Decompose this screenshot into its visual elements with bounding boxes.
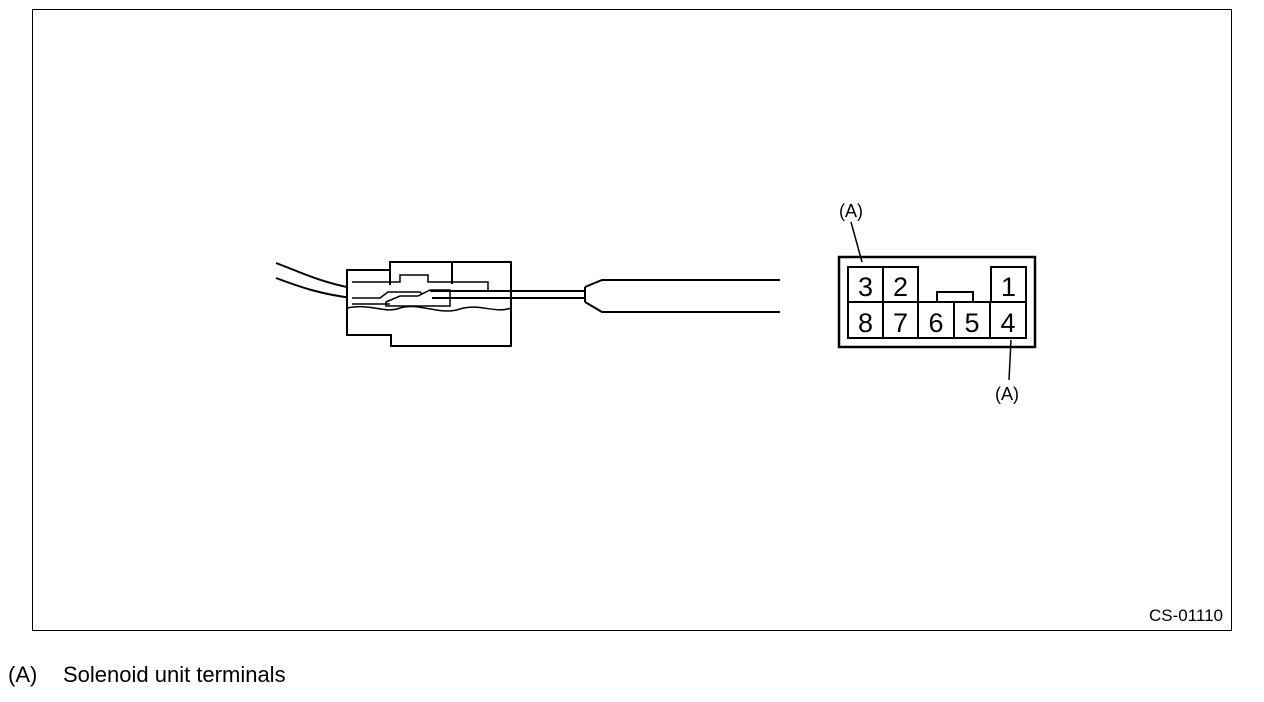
connector-plug: [346, 261, 512, 347]
legend-text: Solenoid unit terminals: [63, 662, 286, 687]
terminal-1: 1: [1001, 272, 1016, 302]
callout-label-bottom: (A): [995, 384, 1019, 404]
terminal-2: 2: [893, 272, 908, 302]
callout-leaders: [850, 221, 1012, 381]
diagram-illustration: 3 2 1 8 7 6 5 4 (A) (A): [275, 201, 1037, 404]
terminal-4: 4: [1000, 308, 1015, 338]
figure-code: CS-01110: [1148, 606, 1223, 625]
terminal-8: 8: [858, 308, 873, 338]
probe-tool: [430, 279, 780, 313]
terminal-5: 5: [964, 308, 979, 338]
connector-terminal-face: [837, 255, 1037, 349]
terminal-3: 3: [858, 272, 873, 302]
terminal-7: 7: [893, 308, 908, 338]
terminal-6: 6: [928, 308, 943, 338]
harness-wires: [275, 262, 353, 299]
figure-frame: 3 2 1 8 7 6 5 4 (A) (A) CS-01110: [32, 9, 1232, 631]
callout-label-top: (A): [839, 201, 863, 221]
legend: (A) Solenoid unit terminals: [8, 662, 286, 688]
legend-key: (A): [8, 662, 38, 687]
